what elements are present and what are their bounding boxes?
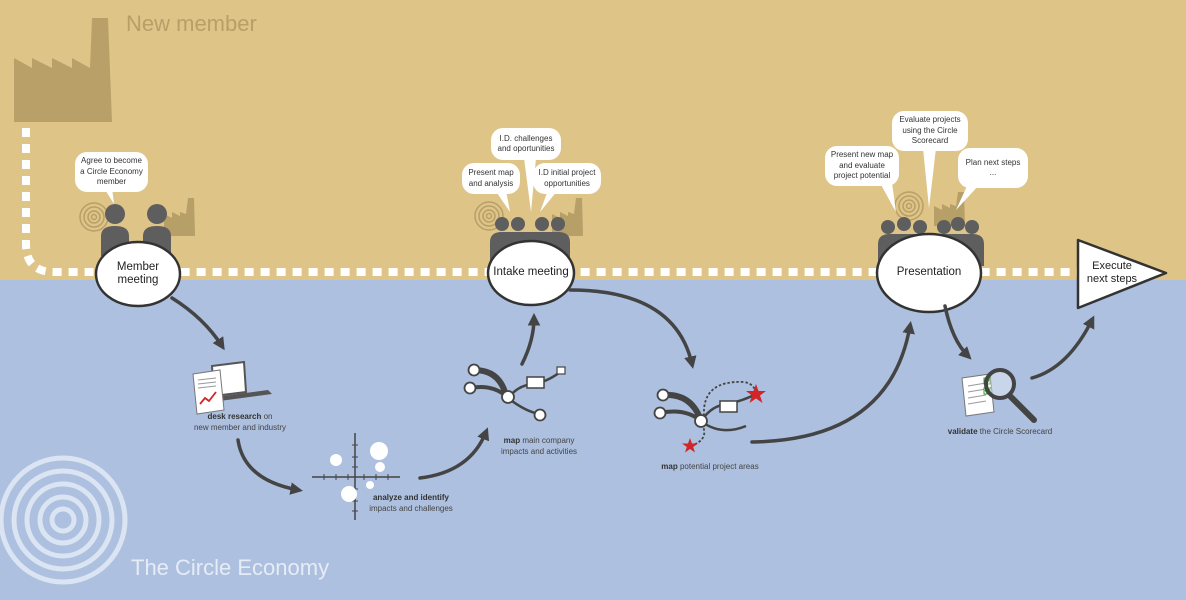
member-meeting-group bbox=[79, 198, 195, 308]
bubble-plan: Plan next steps ... bbox=[958, 148, 1028, 188]
red-star-icon bbox=[746, 384, 766, 403]
arrow-map-to-intake bbox=[520, 312, 541, 366]
potential-map-icon bbox=[653, 381, 766, 453]
desk-research-label: desk research on new member and industry bbox=[180, 412, 300, 434]
member-factory-icon bbox=[164, 198, 195, 236]
presentation-node bbox=[875, 232, 983, 314]
analyze-scatter-icon bbox=[312, 433, 400, 520]
map-company-bold: map bbox=[503, 436, 521, 445]
validate-bold: validate bbox=[947, 427, 978, 436]
validate-label: validate the Circle Scorecard bbox=[930, 427, 1070, 438]
map-company-rest-2: impacts and activities bbox=[500, 446, 578, 456]
analyze-bold: analyze and identify bbox=[372, 493, 450, 502]
factory-icon bbox=[14, 18, 112, 122]
desk-research-icon bbox=[192, 360, 272, 415]
new-member-title: New member bbox=[126, 11, 257, 36]
potential-bold: map bbox=[661, 462, 678, 471]
execute-arrow-shape bbox=[1076, 238, 1168, 310]
validate-rest: the Circle Scorecard bbox=[977, 427, 1053, 436]
arrow-desk-to-analyze bbox=[236, 438, 303, 495]
analyze-rest: impacts and challenges bbox=[369, 503, 453, 513]
potential-rest: potential project areas bbox=[677, 462, 759, 471]
intake-meeting-group bbox=[474, 198, 583, 307]
map-company-rest-1: main company bbox=[520, 436, 575, 445]
timeline-dotted-path bbox=[22, 128, 1080, 276]
circle-economy-band bbox=[0, 280, 1186, 600]
presentation-label: Presentation bbox=[896, 266, 962, 279]
intake-meeting-node bbox=[486, 239, 576, 307]
member-meeting-node bbox=[94, 240, 182, 308]
arrow-presentation-to-validate bbox=[943, 304, 972, 360]
desk-research-rest-1: on bbox=[261, 412, 273, 421]
arrow-validate-to-execute bbox=[1030, 315, 1095, 380]
map-network-icon bbox=[463, 363, 566, 422]
bubble-present-map: Present map and analysis bbox=[462, 163, 520, 194]
bubble-id-projects: I.D initial project opportunities bbox=[533, 163, 601, 194]
arrow-analyze-to-map bbox=[418, 427, 490, 480]
intake-spiral-icon bbox=[474, 201, 504, 231]
desk-research-bold: desk research bbox=[207, 412, 262, 421]
execute-label: Execute next steps bbox=[1080, 256, 1144, 290]
bubble-id-challenges: I.D. challenges and oportunities bbox=[491, 128, 561, 160]
bubble-agree: Agree to become a Circle Economy member bbox=[75, 152, 148, 192]
map-company-label: map main company impacts and activities bbox=[484, 436, 594, 458]
new-member-band bbox=[0, 0, 1186, 280]
circle-economy-title: The Circle Economy bbox=[131, 555, 330, 580]
bubble-evaluate: Evaluate projects using the Circle Score… bbox=[892, 111, 968, 151]
validate-magnifier-icon bbox=[961, 368, 1037, 423]
potential-label: map potential project areas bbox=[640, 462, 780, 473]
execute-line-1: Execute bbox=[1092, 260, 1132, 273]
arrow-member-to-desk bbox=[170, 296, 225, 351]
execute-line-2: next steps bbox=[1086, 273, 1138, 285]
circle-economy-logo-icon bbox=[0, 455, 128, 585]
intake-meeting-label: Intake meeting bbox=[493, 266, 569, 279]
red-star-icon-small bbox=[682, 438, 698, 453]
member-meeting-label: Member meeting bbox=[116, 260, 160, 286]
arrow-potential-to-presentation bbox=[750, 321, 915, 444]
arrow-intake-to-potential bbox=[568, 288, 697, 369]
desk-research-rest-2: new member and industry bbox=[193, 422, 287, 432]
bubble-present-new-map: Present new map and evaluate project pot… bbox=[825, 146, 899, 186]
analyze-label: analyze and identify impacts and challen… bbox=[356, 493, 466, 515]
presentation-group bbox=[875, 191, 984, 314]
flow-arrows bbox=[170, 288, 1095, 495]
